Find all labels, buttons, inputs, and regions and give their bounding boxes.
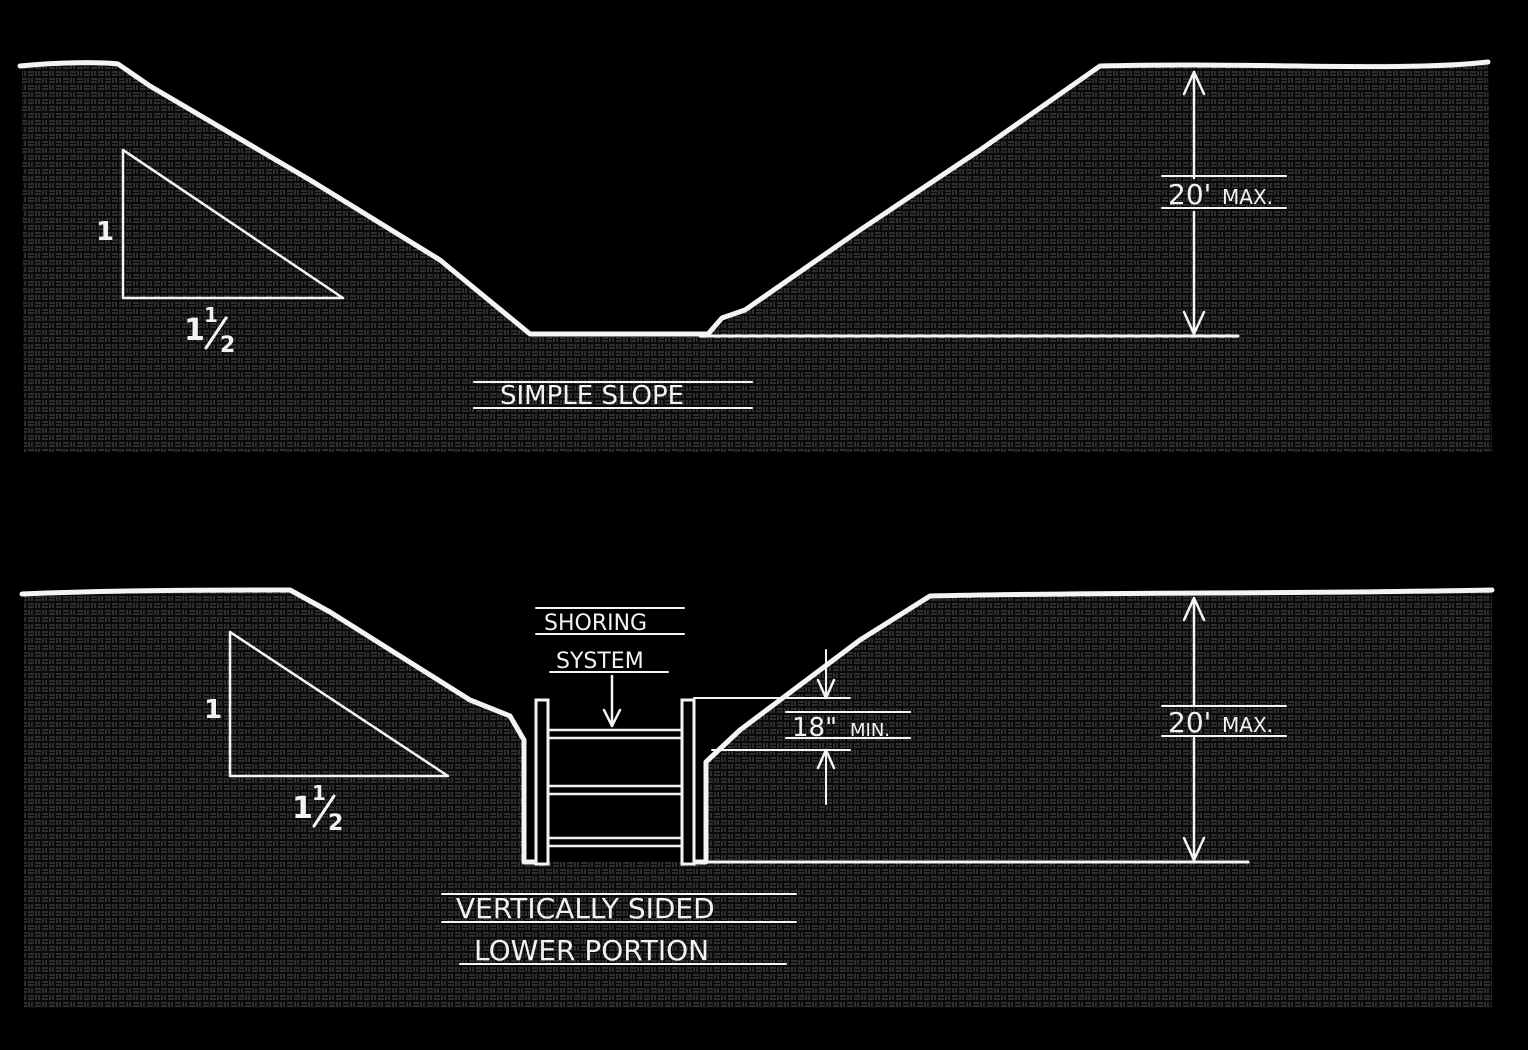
shoring-system [534,698,696,866]
bottom-diagram: SHORING SYSTEM 18" MIN. 1 1 1 2 [19,587,1495,1008]
bottom-depth-dimension: 20' MAX. [1161,596,1287,862]
bottom-depth-arrow-down [1182,836,1206,862]
bottom-depth-unit: MAX. [1222,713,1273,737]
bottom-depth-value: 20' [1168,706,1211,739]
shoring-label-line2: SYSTEM [556,649,644,674]
bottom-ratio-run-whole: 1 [292,791,313,826]
shoring-right-upright [680,698,696,866]
bottom-ratio-run-num: 1 [312,781,326,805]
top-depth-arrow-down [1182,310,1206,336]
top-ratio-run-den: 2 [220,333,235,358]
top-diagram: 1 1 1 2 20' MAX. SIMPLE SLOPE [17,59,1492,452]
bottom-ratio-fraction-bar [312,794,336,828]
top-ratio-rise: 1 [96,217,114,247]
top-ground-profile [17,59,1491,337]
bottom-ratio-run-den: 2 [328,811,343,836]
bottom-depth-arrow-up [1182,596,1206,622]
top-ratio-run-whole: 1 [184,313,205,348]
bottom-diagram-title-line2: LOWER PORTION [474,934,709,967]
shoring-left-upright [534,698,550,866]
bottom-soil-mass [24,590,1492,1008]
top-depth-value: 20' [1168,178,1211,211]
offset-dimension: 18" MIN. [693,649,911,805]
top-depth-arrow-up [1182,70,1206,96]
offset-value: 18" [792,713,837,743]
top-depth-dimension: 20' MAX. [1161,70,1287,336]
offset-arrow-up [816,748,836,770]
top-depth-unit: MAX. [1222,185,1273,209]
top-diagram-title: SIMPLE SLOPE [500,381,684,411]
top-soil-mass [22,62,1492,452]
bottom-slope-triangle [228,630,450,778]
bottom-ratio-rise: 1 [204,695,222,725]
bottom-ground-profile-right [691,587,1495,865]
shoring-pointer-arrow [602,708,622,728]
top-ratio-run-num: 1 [204,303,218,327]
offset-unit: MIN. [850,720,890,741]
shoring-label-line1: SHORING [544,611,647,636]
top-ratio-fraction-bar [204,316,228,350]
bottom-ground-profile [19,587,539,865]
offset-arrow-down [816,678,836,700]
top-slope-triangle [121,148,345,300]
bottom-diagram-title-line1: VERTICALLY SIDED [456,892,715,925]
